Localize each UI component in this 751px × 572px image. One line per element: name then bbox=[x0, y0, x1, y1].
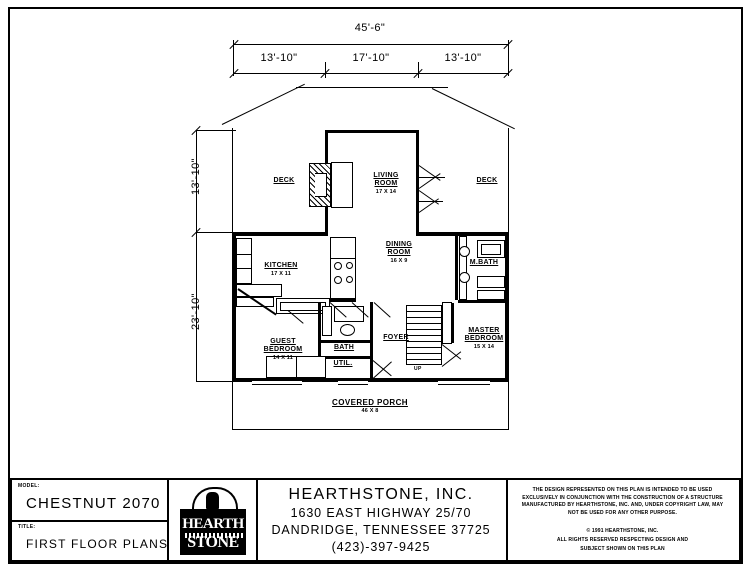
model-field-value[interactable]: CHESTNUT 2070 bbox=[26, 495, 161, 512]
room-label-living-room: LIVING ROOM 17 X 14 bbox=[373, 172, 399, 195]
company-phone: (423)-397-9425 bbox=[331, 540, 431, 554]
logo-text-hearth: HEARTH bbox=[182, 516, 244, 532]
room-label-mbath: M.BATH bbox=[469, 259, 499, 266]
room-label-utility: UTIL. bbox=[333, 360, 353, 367]
dim-top-right: 13'-10" bbox=[444, 52, 482, 64]
dim-left-lower: 23'-10" bbox=[190, 293, 202, 330]
title-block: MODEL: CHESTNUT 2070 TITLE: FIRST FLOOR … bbox=[10, 478, 741, 562]
legal-notice: THE DESIGN REPRESENTED ON THIS PLAN IS I… bbox=[506, 480, 739, 560]
dim-overall-width: 45'-6" bbox=[354, 22, 386, 34]
company-info: HEARTHSTONE, INC. 1630 EAST HIGHWAY 25/7… bbox=[256, 480, 506, 560]
room-size-guest-bedroom: 14 X 11 bbox=[272, 355, 294, 361]
hearthstone-logo: HEARTH STONE bbox=[180, 487, 246, 555]
room-size-dining-room: 16 X 9 bbox=[390, 258, 408, 264]
company-address-2: DANDRIDGE, TENNESSEE 37725 bbox=[271, 523, 491, 537]
model-field-label: MODEL: bbox=[18, 483, 40, 489]
sheet-border bbox=[8, 7, 743, 564]
room-size-kitchen: 17 X 11 bbox=[270, 271, 292, 277]
dim-top-left: 13'-10" bbox=[260, 52, 298, 64]
tb-divider-1 bbox=[167, 480, 169, 560]
copyright-line-2: ALL RIGHTS RESERVED RESPECTING DESIGN AN… bbox=[556, 537, 689, 543]
room-label-deck-right: DECK bbox=[476, 177, 498, 184]
company-address-1: 1630 EAST HIGHWAY 25/70 bbox=[290, 506, 472, 520]
logo-text-stone: STONE bbox=[187, 534, 239, 551]
title-field-value[interactable]: FIRST FLOOR PLANS bbox=[26, 537, 169, 551]
room-label-bath: BATH bbox=[333, 344, 355, 351]
room-label-master-bedroom: MASTER BEDROOM 15 X 14 bbox=[464, 327, 504, 350]
tb-divider-3 bbox=[506, 480, 508, 560]
legal-paragraph: THE DESIGN REPRESENTED ON THIS PLAN IS I… bbox=[521, 487, 724, 516]
logo-dash-band bbox=[183, 533, 243, 538]
title-field-label: TITLE: bbox=[18, 524, 36, 530]
room-size-master-bedroom: 15 X 14 bbox=[473, 344, 495, 350]
room-label-covered-porch: COVERED PORCH 46 X 8 bbox=[332, 398, 408, 414]
tb-divider-model-title bbox=[12, 520, 167, 522]
copyright-line-3: SUBJECT SHOWN ON THIS PLAN bbox=[580, 546, 665, 552]
logo-figure-icon bbox=[206, 492, 219, 509]
room-label-dining-room: DINING ROOM 16 X 9 bbox=[385, 241, 413, 264]
tb-divider-2 bbox=[256, 480, 258, 560]
copyright-line-1: © 1991 HEARTHSTONE, INC. bbox=[586, 528, 659, 534]
room-label-guest-bedroom: GUEST BEDROOM 14 X 11 bbox=[263, 338, 303, 361]
room-size-living-room: 17 X 14 bbox=[375, 189, 397, 195]
company-name: HEARTHSTONE, INC. bbox=[288, 486, 474, 503]
dim-left-upper: 13'-10" bbox=[190, 158, 202, 195]
room-label-deck-left: DECK bbox=[273, 177, 295, 184]
room-label-kitchen: KITCHEN 17 X 11 bbox=[264, 262, 298, 277]
dim-top-center: 17'-10" bbox=[352, 52, 390, 64]
logo-box: HEARTH STONE bbox=[180, 509, 246, 555]
stair-up-label: UP bbox=[414, 366, 422, 372]
room-label-foyer: FOYER bbox=[383, 334, 409, 341]
room-size-covered-porch: 46 X 8 bbox=[361, 408, 379, 414]
